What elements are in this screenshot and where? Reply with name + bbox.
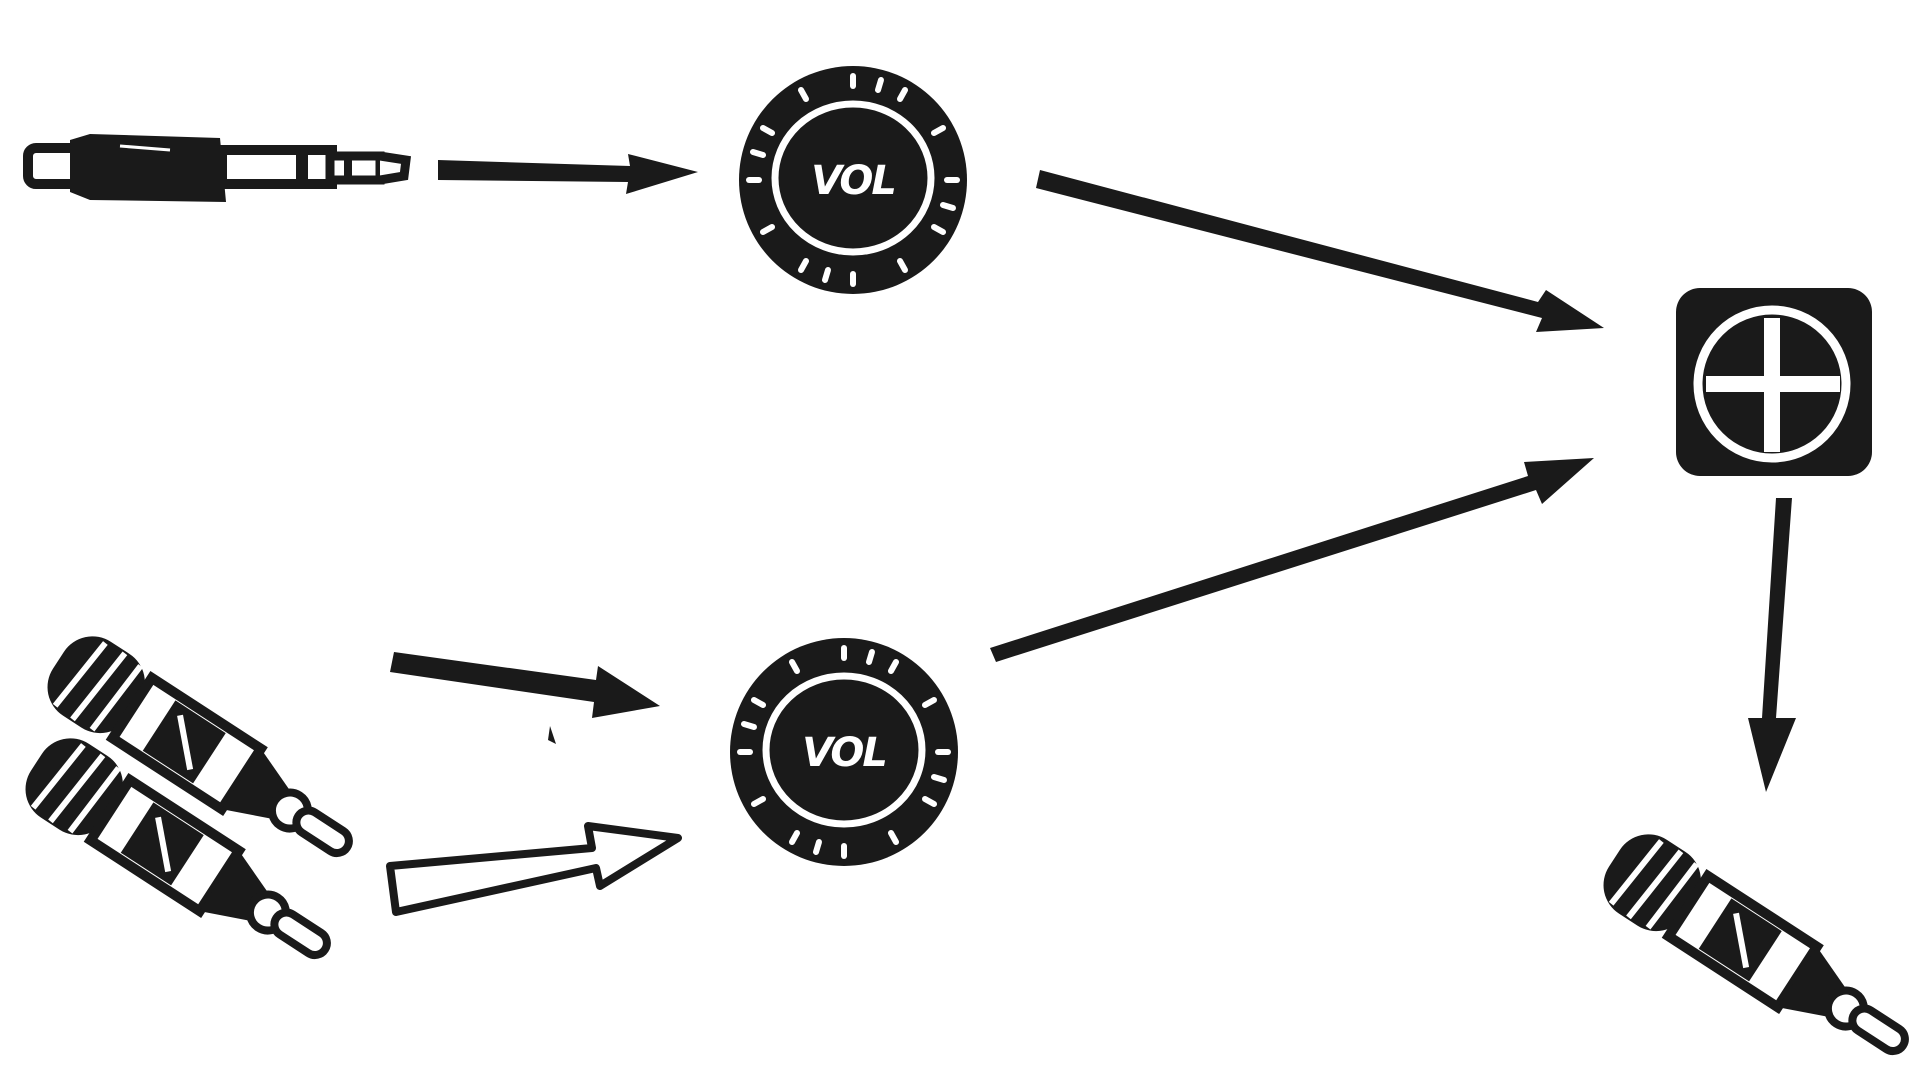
plus-icon <box>1693 305 1851 463</box>
arrow-input3-to-knob-bottom <box>386 822 682 916</box>
rca-plug-icon <box>1590 821 1920 1080</box>
knob-bottom-label: VOL <box>802 730 886 776</box>
mixer-sum-block <box>1676 288 1872 476</box>
knob-top-label: VOL <box>811 158 895 204</box>
arrow-knob-top-to-mixer <box>1036 170 1604 332</box>
arrow-knob-bottom-to-mixer <box>990 458 1594 662</box>
stray-mark <box>548 726 556 744</box>
arrow-mixer-to-output <box>1748 498 1796 792</box>
volume-knob-top: VOL <box>739 66 967 294</box>
arrow-input2-to-knob-bottom <box>390 652 660 718</box>
rca-plug-output <box>1590 821 1920 1080</box>
volume-knob-bottom: VOL <box>730 638 958 866</box>
arrow-input1-to-knob-top <box>438 154 698 194</box>
trs-jack-plug-icon <box>23 134 412 202</box>
